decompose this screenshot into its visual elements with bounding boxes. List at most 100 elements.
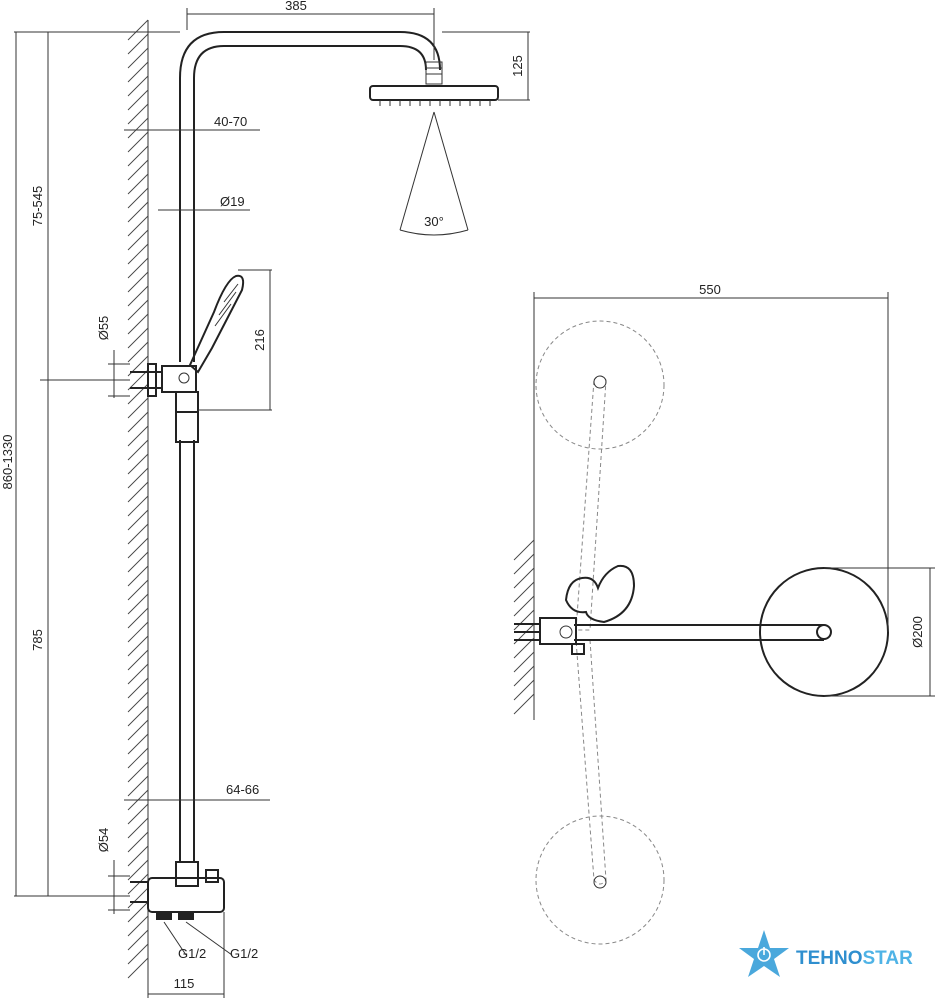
dim-pipe-diameter: Ø19 [220,194,245,209]
dim-lower-height: 785 [30,629,45,651]
wall-hatch-line [127,61,149,83]
wall-hatch-line [127,271,149,293]
wall-hatch-line [127,873,149,895]
wall-hatch-line [513,693,535,715]
wall-hatch-line [127,299,149,321]
dimension-lines [14,8,530,998]
wall-hatch-line [127,229,149,251]
wall-hatch-line [127,537,149,559]
wall-hatch-line [127,131,149,153]
wall-hatch-line [127,523,149,545]
wall-hatch-line [127,173,149,195]
wall-hatch-line [513,595,535,617]
shower-column [175,31,443,862]
wall-hatch-line [127,369,149,391]
wall-hatch-line [127,47,149,69]
wall-hatch-line [513,539,535,561]
wall-hatch-line [127,453,149,475]
wall-hatch-line [127,341,149,363]
wall-hatch-line [127,243,149,265]
wall-hatch-line [127,761,149,783]
wall-hatch-line [127,817,149,839]
wall-hatch-line [127,215,149,237]
wall-hatch-line [127,285,149,307]
wall-hatch-line [127,803,149,825]
wall-hatch-line [127,593,149,615]
wall-hatch-line [127,943,149,965]
dim-inlet-left: G1/2 [178,946,206,961]
dim-wall-offset-bottom: 64-66 [226,782,259,797]
svg-text:TEHNOSTAR: TEHNOSTAR [796,948,913,969]
dim-inlet-right: G1/2 [230,946,258,961]
plan-view [513,292,935,945]
wall-hatch-line [513,567,535,589]
wall-hatch-line [127,145,149,167]
wall-hatch-line [127,747,149,769]
dim-wall-offset-top: 40-70 [214,114,247,129]
wall-hatch-line [127,579,149,601]
wall-hatch-line [127,187,149,209]
wall-hatch-line [127,327,149,349]
wall-hatch-line [127,313,149,335]
dim-hand-shower-length: 216 [252,329,267,351]
wall-hatch-line [513,665,535,687]
wall-hatch-line [127,887,149,909]
wall-hatch-line [127,663,149,685]
wall-left [127,19,149,988]
wall-hatch-line [127,75,149,97]
wall-hatch-line [127,649,149,671]
wall-hatch-line [127,33,149,55]
hand-shower [130,274,245,397]
wall-hatch-line [127,103,149,125]
dim-spray-angle: 30° [424,214,444,229]
wall-hatch-line [513,553,535,575]
dim-mixer-flange: Ø54 [96,828,111,853]
wall-hatch-line [127,397,149,419]
dim-mixer-depth: 115 [174,976,195,991]
wall-hatch-line [127,411,149,433]
dim-head-height: 125 [510,55,525,77]
wall-hatch-line [127,831,149,853]
dim-arm-length: 385 [285,0,307,13]
wall-hatch-line [127,117,149,139]
wall-hatch-line [513,581,535,603]
wall-hatch-line [513,609,535,631]
wall-hatch-line [127,859,149,881]
wall-hatch-line [127,733,149,755]
dim-top-range: 75-545 [30,186,45,226]
wall-hatch-line [127,929,149,951]
mixer [130,861,225,920]
wall-hatch-line [127,845,149,867]
wall-hatch-line [513,637,535,659]
wall-hatch-line [513,679,535,701]
wall-hatch-line [127,775,149,797]
wall-hatch-line [127,201,149,223]
wall-hatch-line [127,901,149,923]
wall-hatch-line [127,257,149,279]
wall-hatch-line [127,635,149,657]
logo-text-star: STAR [863,948,914,969]
wall-hatch-line [127,607,149,629]
logo-text-tehno: TEHNO [796,948,863,969]
wall-hatch-line [127,915,149,937]
wall-hatch-line [127,705,149,727]
wall-hatch-line [127,467,149,489]
wall-hatch-line [127,19,149,41]
wall-hatch-line [127,425,149,447]
wall-hatch-line [127,481,149,503]
wall-hatch-line [127,159,149,181]
tehnostar-logo: TEHNOSTAR [739,930,913,977]
wall-hatch-line [127,677,149,699]
wall-hatch-line [127,495,149,517]
wall-hatch-line [127,691,149,713]
wall-hatch-line [513,651,535,673]
wall-hatch-line [127,957,149,979]
wall-hatch-line [127,509,149,531]
dim-holder-flange: Ø55 [96,316,111,341]
wall-hatch-line [127,621,149,643]
wall-hatch-line [127,719,149,741]
wall-hatch-line [127,439,149,461]
wall-hatch-line [127,551,149,573]
dim-plan-width: 550 [699,282,721,297]
